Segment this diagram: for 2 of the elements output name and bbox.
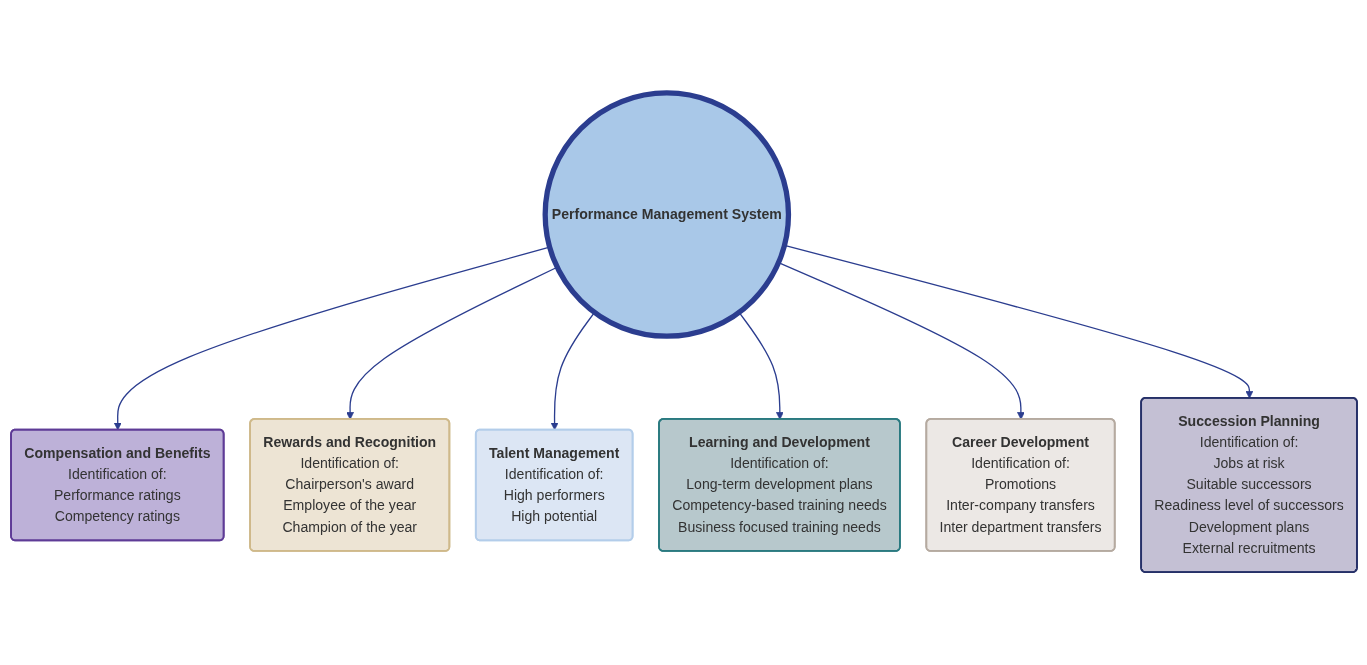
node-circle: Performance Management System [542, 90, 791, 339]
arrow [550, 311, 595, 431]
